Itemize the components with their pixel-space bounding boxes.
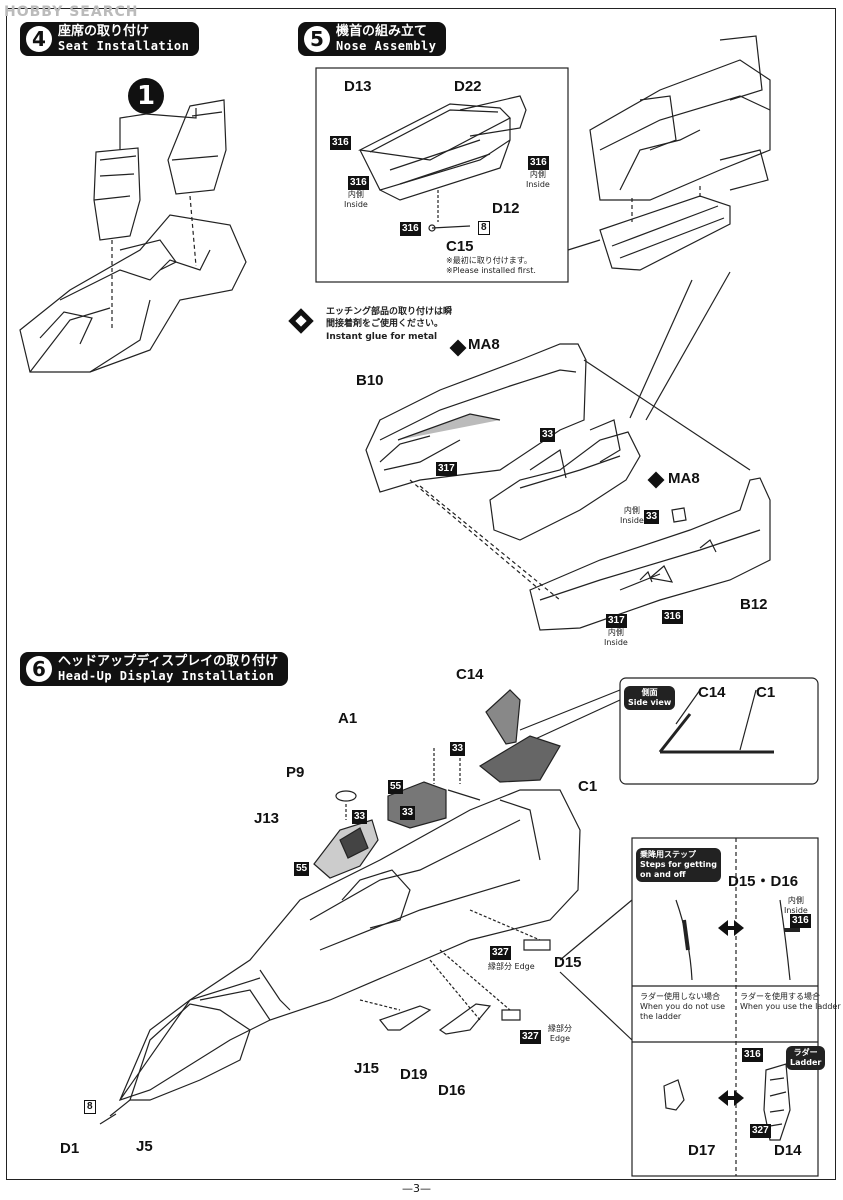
- step4-number: 4: [26, 25, 52, 52]
- paint-code: 327: [750, 1124, 771, 1138]
- part-d13: D13: [344, 78, 372, 95]
- paint-code: 317: [606, 614, 627, 628]
- paint-code: 33: [400, 806, 416, 820]
- edge-note: 縁部分 Edge: [488, 962, 535, 971]
- inside-note: 内側 Inside: [620, 506, 644, 525]
- paint-code: 316: [348, 176, 369, 190]
- paint-code: 316: [330, 136, 351, 150]
- paint-code: 8: [84, 1100, 96, 1114]
- side-part-c14: C14: [698, 684, 726, 701]
- no-ladder-note: ラダー使用しない場合 When you do not use the ladde…: [640, 992, 726, 1021]
- paint-code: 8: [478, 221, 490, 235]
- watermark: HOBBY SEARCH: [4, 4, 139, 20]
- ladder-badge: ラダー Ladder: [786, 1046, 826, 1070]
- paint-code: 55: [294, 862, 310, 876]
- part-ma8: MA8: [668, 470, 700, 487]
- seat-callout-1: 1: [128, 78, 164, 114]
- paint-code: 316: [662, 610, 683, 624]
- part-a1: A1: [338, 710, 358, 727]
- page-frame: [6, 8, 836, 1180]
- part-j15: J15: [354, 1060, 380, 1077]
- part-d17: D17: [688, 1142, 716, 1159]
- paint-code: 33: [352, 810, 368, 824]
- etch-note-en: Instant glue for metal: [326, 332, 438, 342]
- step5-title-en: Nose Assembly: [336, 39, 437, 53]
- paint-code: 55: [388, 780, 404, 794]
- inside-note: 内側 Inside: [344, 190, 368, 209]
- part-d14: D14: [774, 1142, 802, 1159]
- side-view-badge: 側面 Side view: [624, 686, 676, 710]
- paint-code: 316: [742, 1048, 763, 1062]
- part-p9: P9: [286, 764, 305, 781]
- part-d16: D16: [438, 1082, 466, 1099]
- part-c15: C15: [446, 238, 474, 255]
- part-j5: J5: [136, 1138, 153, 1155]
- paint-code: 327: [520, 1030, 541, 1044]
- inside-note: 内側 Inside: [526, 170, 550, 189]
- step5-title-jp: 機首の組み立て: [336, 24, 428, 39]
- step6-header: 6 ヘッドアップディスプレイの取り付け Head-Up Display Inst…: [20, 652, 289, 686]
- part-c14: C14: [456, 666, 484, 683]
- part-ma8: MA8: [468, 336, 500, 353]
- paint-code: 316: [790, 914, 811, 928]
- use-ladder-note: ラダーを使用する場合 When you use the ladder: [740, 992, 841, 1011]
- steps-badge: 乗降用ステップ Steps for getting on and off: [636, 848, 721, 882]
- part-b12: B12: [740, 596, 768, 613]
- paint-code: 316: [528, 156, 549, 170]
- paint-code: 33: [450, 742, 466, 756]
- inside-note: 内側 Inside: [604, 628, 628, 647]
- etch-note-jp: エッチング部品の取り付けは瞬 間接着剤をご使用ください。: [326, 307, 453, 329]
- step6-title-en: Head-Up Display Installation: [58, 669, 275, 683]
- paint-code: 33: [644, 510, 660, 524]
- part-d15: D15: [554, 954, 582, 971]
- part-b10: B10: [356, 372, 384, 389]
- step4-header: 4 座席の取り付け Seat Installation: [20, 22, 200, 56]
- install-first-jp: ※最初に取り付けます。: [446, 256, 532, 265]
- paint-code: 327: [490, 946, 511, 960]
- part-d22: D22: [454, 78, 482, 95]
- part-d1: D1: [60, 1140, 80, 1157]
- page-number: —3—: [402, 1182, 431, 1195]
- part-d12: D12: [492, 200, 520, 217]
- part-c1: C1: [578, 778, 598, 795]
- step4-title-en: Seat Installation: [58, 39, 190, 53]
- part-d19: D19: [400, 1066, 428, 1083]
- step4-title-jp: 座席の取り付け: [58, 24, 150, 39]
- install-first-en: ※Please installed first.: [446, 266, 536, 275]
- part-j13: J13: [254, 810, 280, 827]
- paint-code: 316: [400, 222, 421, 236]
- step6-title-jp: ヘッドアップディスプレイの取り付け: [58, 654, 279, 669]
- step5-header: 5 機首の組み立て Nose Assembly: [298, 22, 447, 56]
- step5-number: 5: [304, 25, 330, 52]
- inside-note: 内側 Inside: [784, 896, 808, 915]
- side-part-c1: C1: [756, 684, 776, 701]
- paint-code: 33: [540, 428, 556, 442]
- step6-number: 6: [26, 655, 52, 682]
- paint-code: 317: [436, 462, 457, 476]
- edge-note: 縁部分 Edge: [548, 1024, 572, 1043]
- part-d15-d16: D15・D16: [728, 873, 799, 890]
